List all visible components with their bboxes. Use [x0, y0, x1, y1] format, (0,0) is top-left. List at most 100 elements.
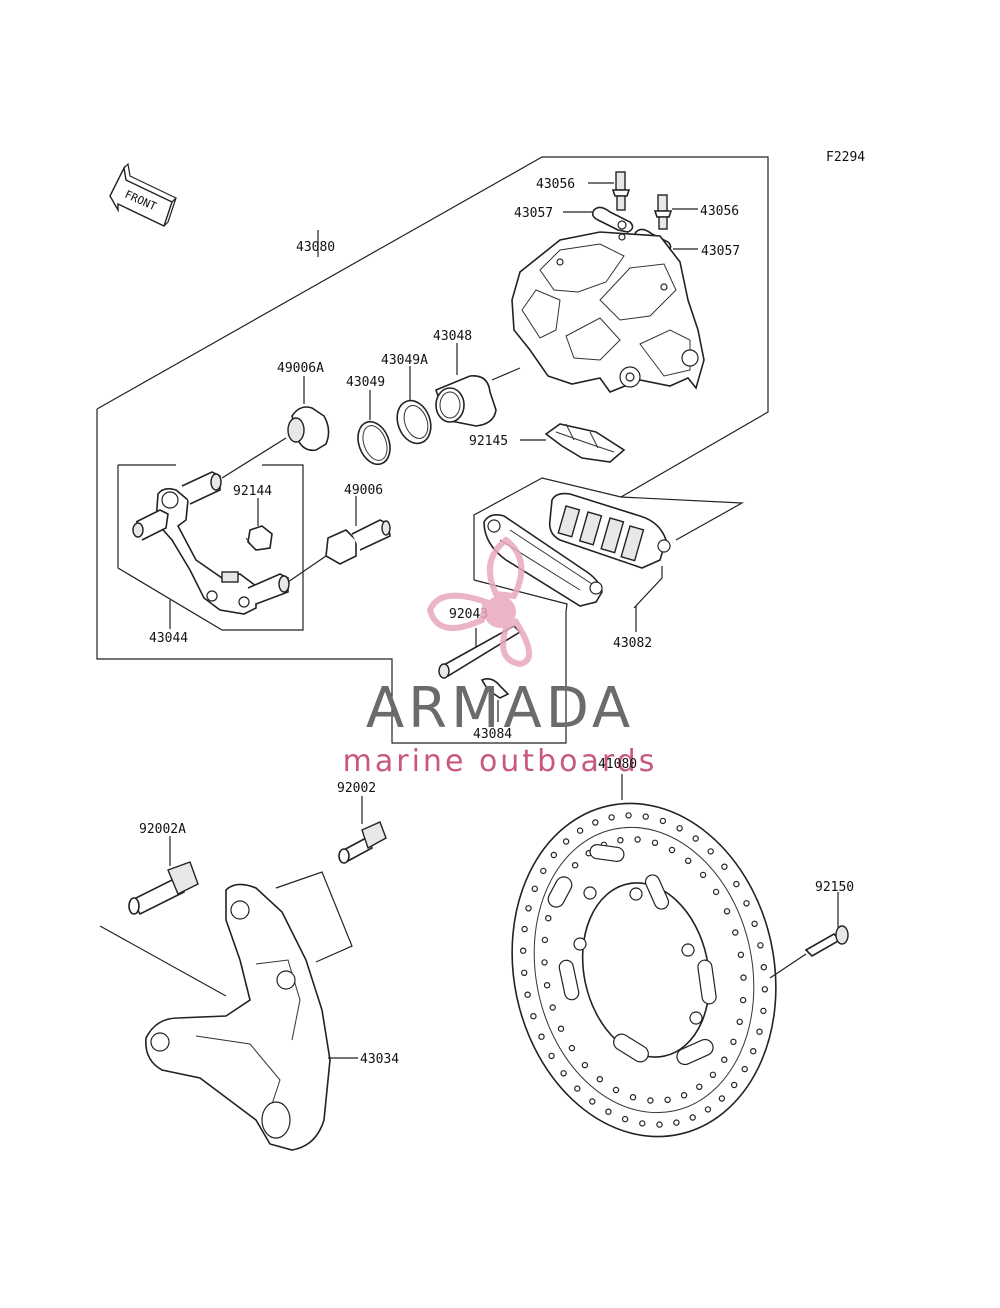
- disc-vent-hole: [673, 1119, 680, 1126]
- disc-vent-hole: [629, 1093, 637, 1101]
- disc-vent-hole: [608, 814, 615, 821]
- disc-vent-hole: [634, 836, 641, 843]
- label-43044: 43044: [149, 631, 188, 646]
- label-92144: 92144: [233, 484, 272, 499]
- disc-vent-hole: [704, 1106, 712, 1113]
- dust-seal: [396, 399, 432, 445]
- bracket-bolt-short: [338, 821, 387, 864]
- brake-pad-outer: [483, 514, 603, 607]
- disc-vent-hole: [741, 1065, 748, 1073]
- disc-vent-hole: [718, 1095, 726, 1102]
- bracket-clip: [245, 525, 273, 551]
- disc-vent-hole: [751, 920, 758, 928]
- disc-vent-hole: [592, 819, 599, 826]
- bleeder-cap-1: [591, 206, 634, 233]
- disc-vent-hole: [750, 1047, 757, 1055]
- disc-vent-hole: [707, 848, 714, 855]
- watermark-logo: [426, 536, 532, 668]
- caliper-assembly-outline: [96, 156, 769, 498]
- bleeder-screw-2: [653, 194, 673, 230]
- label-43084: 43084: [473, 727, 512, 742]
- brake-pad-inner: [548, 492, 671, 569]
- disc-vent-hole: [581, 1061, 589, 1069]
- disc-vent-hole: [541, 936, 549, 944]
- label-92043: 92043: [449, 607, 488, 622]
- disc-vent-hole: [549, 1004, 556, 1011]
- watermark-title: ARMADA: [366, 676, 634, 741]
- bracket-bolt-long: [128, 861, 199, 916]
- label-92002a: 92002A: [139, 822, 186, 837]
- label-49006: 49006: [344, 483, 383, 498]
- bracket-box: [117, 464, 304, 631]
- label-43048: 43048: [433, 329, 472, 344]
- label-43049a: 43049A: [381, 353, 428, 368]
- disc-vent-hole: [568, 1044, 576, 1052]
- pad-spring: [544, 423, 626, 463]
- disc-vent-hole: [530, 1013, 537, 1020]
- disc-vent-hole: [736, 1018, 743, 1026]
- disc-vent-hole: [696, 1083, 703, 1091]
- disc-vent-hole: [625, 812, 632, 819]
- disc-vent-hole: [656, 1121, 663, 1128]
- caliper-assembly-outline-lower: [96, 409, 567, 744]
- disc-vent-hole: [605, 1108, 612, 1115]
- disc-vent-hole: [525, 905, 532, 912]
- disc-vent-hole: [541, 959, 548, 966]
- disc-vent-hole: [647, 1097, 654, 1104]
- disc-vent-hole: [520, 947, 527, 954]
- slide-pin-boot: [325, 519, 391, 565]
- label-92150: 92150: [815, 880, 854, 895]
- disc-vent-hole: [760, 964, 768, 971]
- disc-vent-hole: [612, 1086, 620, 1094]
- disc-vent-hole: [721, 863, 728, 870]
- disc-vent-hole: [521, 969, 528, 977]
- disc-vent-hole: [756, 1028, 763, 1035]
- label-43057-b: 43057: [701, 244, 740, 259]
- disc-vent-hole: [740, 974, 747, 981]
- disc-vent-hole: [617, 837, 624, 844]
- label-92002: 92002: [337, 781, 376, 796]
- disc-vent-hole: [576, 827, 584, 834]
- label-43034: 43034: [360, 1052, 399, 1067]
- disc-vent-hole: [664, 1096, 671, 1104]
- disc-vent-hole: [571, 862, 579, 869]
- boot-49006a: [287, 406, 330, 452]
- label-43056-b: 43056: [700, 204, 739, 219]
- disc-vent-hole: [524, 991, 531, 998]
- label-43057-a: 43057: [514, 206, 553, 221]
- disc-vent-hole: [730, 1038, 737, 1046]
- disc-vent-hole: [545, 915, 552, 922]
- label-43056-a: 43056: [536, 177, 575, 192]
- disc-vent-hole: [743, 900, 750, 907]
- pads-box: [473, 477, 745, 580]
- disc-vent-hole: [757, 942, 764, 949]
- caliper-mount-bracket: [145, 883, 331, 1151]
- disc-vent-hole: [676, 825, 683, 832]
- pad-pin: [438, 625, 522, 679]
- disc-vent-hole: [540, 867, 547, 875]
- disc-vent-hole: [737, 951, 745, 959]
- piston-seal: [357, 420, 391, 466]
- disc-vent-hole: [680, 1091, 688, 1099]
- figure-code: F2294: [826, 150, 865, 165]
- disc-vent-hole: [562, 838, 570, 845]
- disc-vent-hole: [659, 817, 667, 825]
- disc-vent-hole: [732, 929, 739, 936]
- disc-vent-hole: [668, 846, 676, 854]
- disc-vent-hole: [560, 1070, 567, 1077]
- label-43080: 43080: [296, 240, 335, 255]
- disc-vent-hole: [521, 925, 528, 933]
- disc-vent-hole: [548, 1052, 555, 1060]
- disc-vent-hole: [574, 1085, 581, 1092]
- caliper-bracket: [132, 471, 290, 615]
- disc-vent-hole: [621, 1115, 629, 1123]
- label-43082: 43082: [613, 636, 652, 651]
- disc-vent-hole: [733, 880, 740, 888]
- disc-bolt: [804, 925, 849, 957]
- label-41080: 41080: [598, 757, 637, 772]
- disc-vent-hole: [543, 982, 551, 989]
- disc-vent-hole: [739, 996, 747, 1004]
- disc-vent-hole: [699, 871, 707, 879]
- disc-vent-hole: [538, 1033, 545, 1040]
